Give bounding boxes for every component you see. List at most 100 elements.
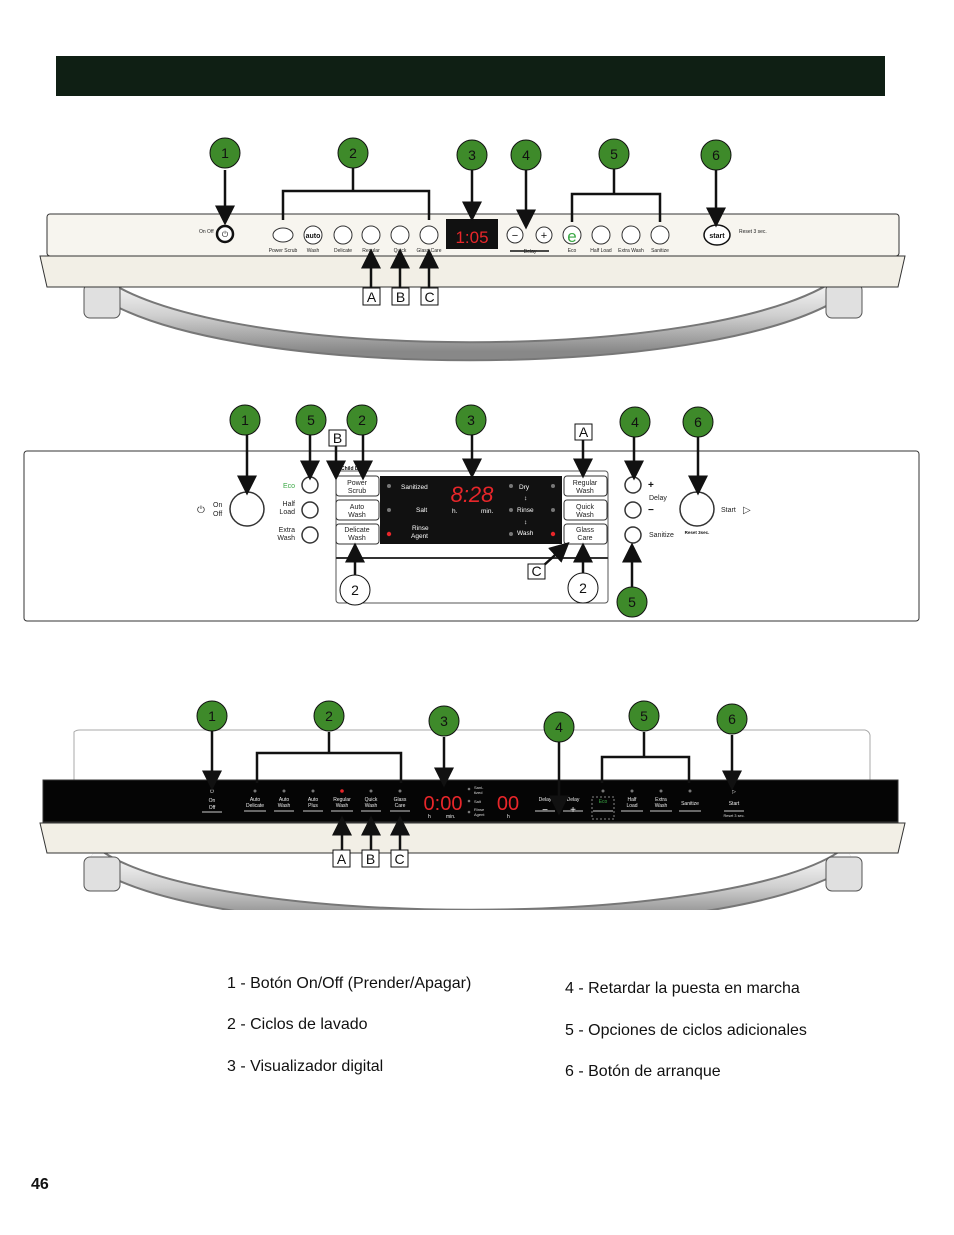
svg-text:6: 6	[694, 414, 702, 430]
svg-text:Extra: Extra	[655, 797, 667, 803]
on-off-button-2[interactable]	[229, 491, 265, 527]
svg-text:▷: ▷	[732, 789, 736, 795]
svg-text:Agent: Agent	[411, 533, 428, 540]
svg-text:h: h	[507, 814, 510, 820]
svg-text:Wash: Wash	[655, 803, 668, 809]
delay-label-2: Delay	[649, 495, 667, 502]
callouts-panel-3: 1 2 3 4 5 6	[196, 700, 748, 743]
svg-text:6: 6	[728, 711, 736, 727]
svg-text:h: h	[428, 814, 431, 820]
svg-text:Load: Load	[279, 509, 295, 516]
svg-text:4: 4	[522, 147, 530, 163]
svg-text:Wash: Wash	[278, 803, 291, 809]
opt-eco: Eco	[568, 248, 577, 254]
svg-text:6: 6	[712, 147, 720, 163]
delay-minus-button[interactable]	[506, 226, 524, 244]
svg-text:e: e	[567, 227, 576, 246]
svg-text:Rinse: Rinse	[412, 525, 429, 532]
svg-text:Off: Off	[209, 805, 216, 811]
opt-eco-2: Eco	[283, 483, 295, 490]
svg-text:Scrub: Scrub	[348, 488, 366, 495]
display-value-2: 8:28	[451, 482, 495, 507]
svg-text:1: 1	[221, 145, 229, 161]
svg-text:Power: Power	[347, 480, 368, 487]
cycle-buttons: auto	[272, 225, 439, 245]
svg-text:Delicate: Delicate	[246, 803, 264, 809]
opt-extra-wash: Extra Wash	[618, 248, 644, 254]
svg-text:5: 5	[307, 412, 315, 428]
on-label: On	[213, 502, 222, 509]
svg-text:Wash: Wash	[517, 530, 534, 537]
svg-text:On: On	[209, 798, 216, 804]
legend-item-4: 4 - Retardar la puesta en marcha	[565, 980, 800, 997]
svg-text:Auto: Auto	[279, 797, 290, 803]
btn-regular: Regular	[362, 248, 380, 254]
svg-text:2: 2	[349, 145, 357, 161]
svg-text:⏻: ⏻	[210, 789, 214, 795]
auto-text: auto	[306, 233, 321, 240]
svg-text:4: 4	[631, 414, 639, 430]
reset-label-2: Reset 3sec.	[685, 530, 710, 535]
legend-item-2: 2 - Ciclos de lavado	[227, 1016, 368, 1033]
svg-text:Wash: Wash	[576, 488, 594, 495]
svg-text:↕: ↕	[524, 495, 527, 502]
right-cycles: Regular Wash Quick Wash Glass Care	[563, 475, 608, 545]
svg-text:C: C	[424, 289, 434, 305]
start-label-3: Start	[729, 801, 740, 807]
btn-power-scrub: Power Scrub	[269, 248, 298, 254]
svg-text:Wash: Wash	[576, 512, 594, 519]
svg-text:Sanitize: Sanitize	[681, 801, 699, 807]
svg-text:−: −	[648, 505, 654, 516]
svg-text:Wash: Wash	[277, 535, 295, 542]
svg-text:Load: Load	[626, 803, 637, 809]
svg-text:Rinse: Rinse	[517, 507, 534, 514]
legend-item-1: 1 - Botón On/Off (Prender/Apagar)	[227, 975, 472, 992]
svg-text:A: A	[367, 289, 377, 305]
legend-item-5: 5 - Opciones de ciclos adicionales	[565, 1022, 807, 1039]
svg-text:B: B	[396, 289, 405, 305]
svg-text:Wash: Wash	[336, 803, 349, 809]
on-off-button[interactable]: ⏻	[215, 224, 235, 244]
svg-text:+: +	[541, 230, 547, 242]
btn-wash: Wash	[307, 248, 320, 254]
letters-panel-3: A B C	[332, 849, 409, 868]
digital-display-2	[380, 476, 562, 544]
svg-text:1: 1	[208, 708, 216, 724]
svg-text:C: C	[531, 563, 541, 579]
reset-label-3: Reset 3 sec.	[723, 814, 744, 818]
svg-text:4: 4	[555, 719, 563, 735]
svg-text:tized: tized	[474, 790, 482, 795]
svg-text:Glass: Glass	[576, 527, 594, 534]
svg-text:▷: ▷	[743, 505, 751, 516]
off-label: Off	[213, 511, 222, 518]
btn-quick: Quick	[394, 248, 407, 254]
svg-text:B: B	[366, 851, 375, 867]
svg-text:Wash: Wash	[348, 512, 366, 519]
svg-text:A: A	[337, 851, 347, 867]
svg-text:3: 3	[467, 412, 475, 428]
svg-text:Agent: Agent	[474, 812, 485, 817]
svg-text:5: 5	[628, 594, 636, 610]
svg-text:A: A	[579, 424, 589, 440]
start-button-2[interactable]	[679, 491, 715, 527]
display-right-3: 00	[497, 793, 519, 815]
btn-delicate: Delicate	[334, 248, 352, 254]
svg-text:Extra: Extra	[279, 527, 295, 534]
delay-sanitize: + − Delay Sanitize	[624, 476, 674, 544]
svg-text:5: 5	[640, 708, 648, 724]
panel-2-diagram: ⏻ On Off Eco Half Load Extra Wash Child …	[23, 404, 920, 622]
svg-text:C: C	[394, 851, 404, 867]
letters-panel-1: A B C	[362, 287, 439, 306]
svg-text:2: 2	[351, 582, 359, 598]
svg-text:Auto: Auto	[250, 797, 261, 803]
delay-plus-button[interactable]	[535, 226, 553, 244]
left-cycles: Power Scrub Auto Wash Delicate Wash	[335, 475, 380, 545]
control-panel-black	[42, 779, 899, 823]
svg-text:3: 3	[440, 713, 448, 729]
digital-display	[446, 219, 498, 249]
legend-item-6: 6 - Botón de arranque	[565, 1063, 721, 1080]
display-left-3: 0:00	[424, 793, 463, 815]
svg-text:Delay: Delay	[567, 797, 580, 803]
